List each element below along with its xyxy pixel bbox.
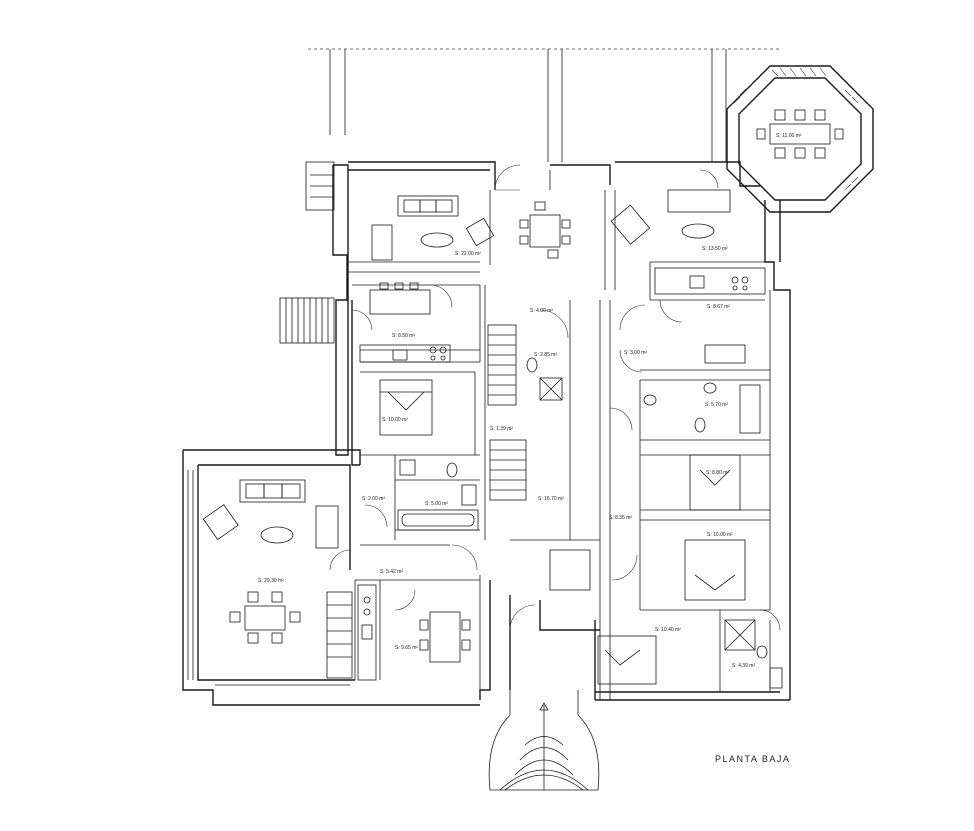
kitchen-counters [357, 267, 766, 681]
room-labels: S: 11.00 m² S: 22.00 m² S: 13.50 m² S: 8… [258, 133, 802, 669]
room-label: S: 16.70 m² [538, 496, 564, 502]
room-label: S: 10.00 m² [382, 417, 408, 423]
interior-walls [348, 170, 771, 700]
top-left-steps [305, 161, 335, 211]
room-label: S: 2.00 m² [362, 496, 385, 502]
main-living-furniture [187, 470, 353, 686]
room-label: S: 4.30 m² [732, 663, 755, 669]
room-label: S: 10.00 m² [707, 532, 733, 538]
interior-stair [487, 324, 591, 591]
room-label: S: 2.85 m² [534, 352, 557, 358]
room-label: S: 8.50 m² [392, 333, 415, 339]
room-label: S: 3.00 m² [624, 350, 647, 356]
room-label: S: 9.65 m² [395, 645, 418, 651]
sitting-room-furniture [610, 189, 731, 245]
side-stair [279, 297, 335, 344]
living-room-furniture [371, 195, 571, 261]
room-label: S: 10.40 m² [655, 627, 681, 633]
tower-shading [733, 67, 859, 191]
room-label: S: 11.00 m² [776, 133, 802, 139]
room-label: S: 5.70 m² [705, 402, 728, 408]
terrace-columns [329, 49, 727, 162]
room-label: S: 8.67 m² [707, 304, 730, 310]
plan-title: PLANTA BAJA [715, 754, 790, 764]
exterior-walls [182, 161, 791, 706]
octagonal-tower [726, 65, 874, 213]
room-label: S: 5.00 m² [425, 501, 448, 507]
entrance-steps [488, 690, 600, 791]
room-label: S: 4.00 m² [530, 308, 553, 314]
room-label: S: 5.42 m² [380, 569, 403, 575]
room-label: S: 8.80 m² [706, 470, 729, 476]
room-label: S: 22.00 m² [455, 251, 481, 257]
tower-dining-table [756, 109, 844, 159]
beds [379, 344, 746, 685]
room-label: S: 1.39 m² [490, 426, 513, 432]
room-label: S: 8.35 m² [609, 515, 632, 521]
doors [329, 164, 781, 631]
bathroom-fixtures [397, 357, 783, 689]
room-label: S: 29.30 m² [258, 578, 284, 584]
room-label: S: 13.50 m² [702, 246, 728, 252]
